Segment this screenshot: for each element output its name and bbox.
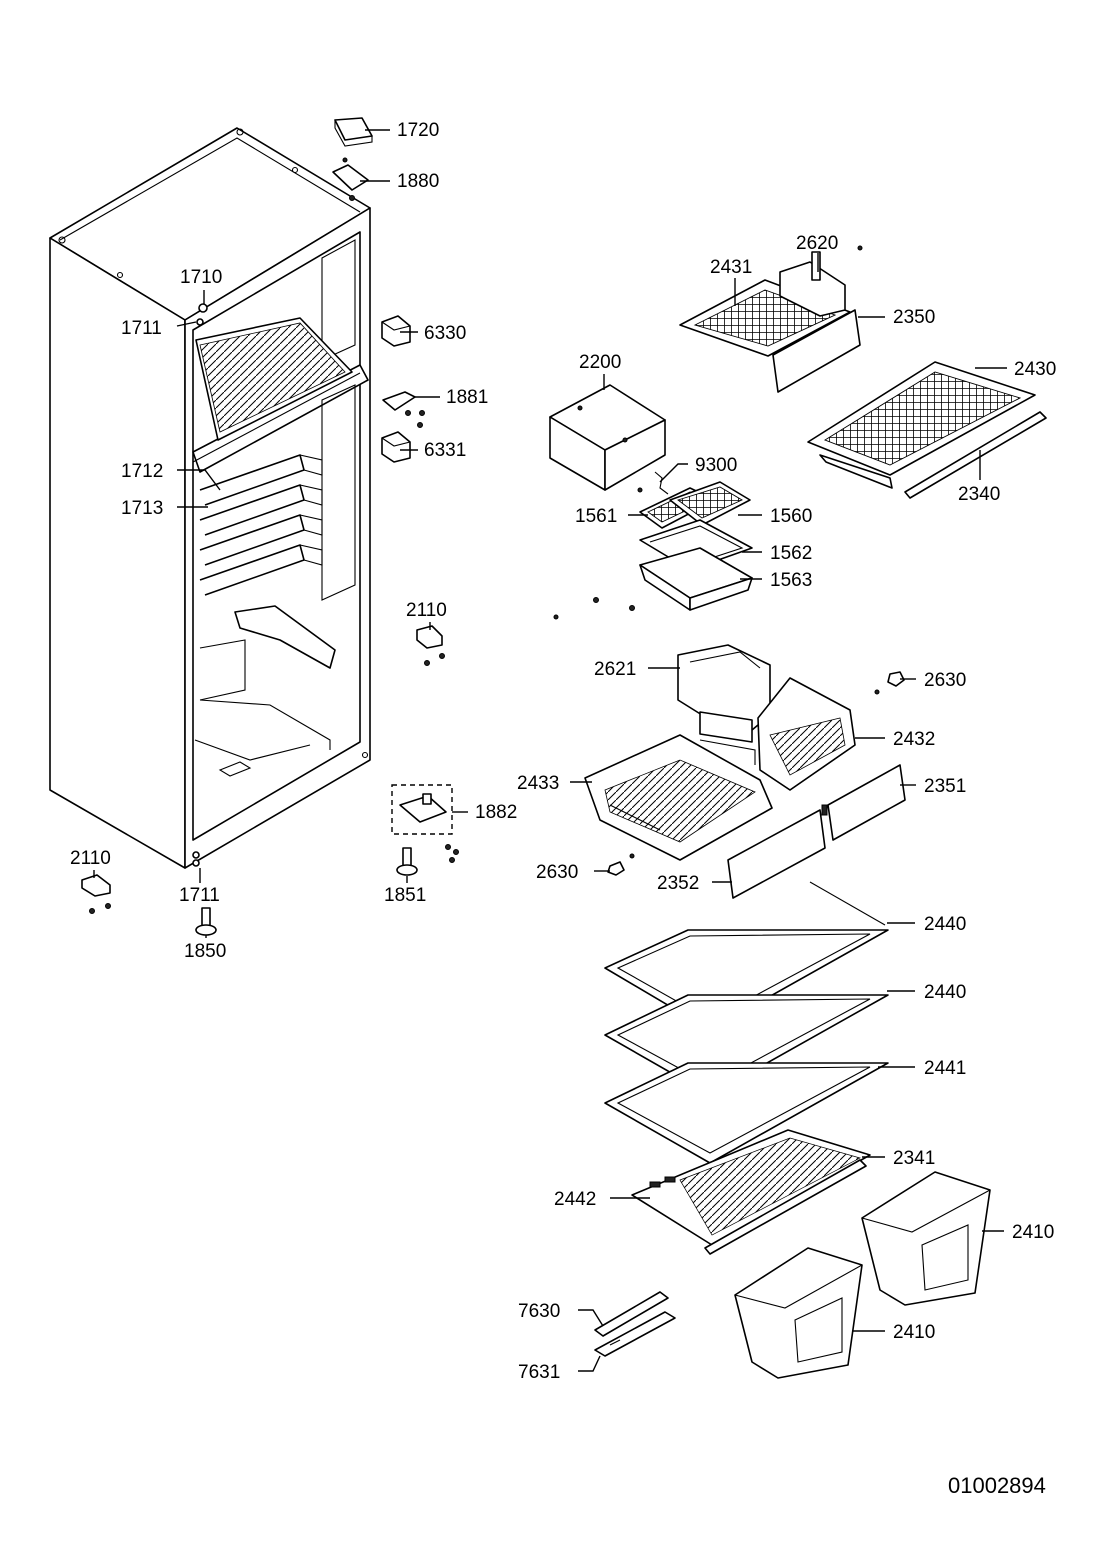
thermostat-6330 [381,315,411,347]
switch-7631 [594,1311,676,1357]
callout-2620: 2620 [796,233,838,254]
callout-2630-right: 2630 [924,670,966,691]
glass-shelf-2430 [807,361,1036,489]
callout-6330: 6330 [424,323,466,344]
callout-9300: 9300 [695,455,737,476]
callout-1563: 1563 [770,570,812,591]
glass-shelf-2441 [604,1062,889,1164]
callout-2432: 2432 [893,729,935,750]
switch-cover-7630 [594,1291,669,1337]
callout-2440-middle: 2440 [924,982,966,1003]
ice-maker-cover-2200 [549,384,666,491]
drawer-2433 [584,734,773,861]
drawer-front-2352 [727,809,826,899]
callout-2351: 2351 [924,776,966,797]
callout-7630: 7630 [518,1301,560,1322]
callout-2340: 2340 [958,484,1000,505]
refrigerator-cabinet [49,127,371,869]
callout-1720: 1720 [397,120,439,141]
callout-2430: 2430 [1014,359,1056,380]
trim-2341 [704,1159,867,1255]
bottom-hinge-1882 [391,784,459,863]
callout-2442: 2442 [554,1189,596,1210]
ice-tray-1560 [669,481,751,526]
crisper-drawer-2410-left [734,1247,863,1379]
callout-2630-left: 2630 [536,862,578,883]
callout-2433: 2433 [517,773,559,794]
callout-2341: 2341 [893,1148,935,1169]
callout-2621: 2621 [594,659,636,680]
drawer-2432 [757,677,856,791]
callout-1560: 1560 [770,506,812,527]
trim-2340 [904,411,1047,499]
knob-2630-left [607,853,635,876]
hinge-cover-1720 [334,117,373,147]
callout-1880: 1880 [397,171,439,192]
callout-2431: 2431 [710,257,752,278]
callout-1711-top: 1711 [121,318,162,339]
hinge-pin-1710 [196,303,208,326]
top-hinge-1880 [332,157,369,201]
callout-2350: 2350 [893,307,935,328]
callout-2441: 2441 [924,1058,966,1079]
thermostat-6331 [381,431,411,463]
bracket-2110-left [81,874,111,914]
callout-2200: 2200 [579,352,621,373]
callout-2110-right: 2110 [406,600,447,621]
hinge-screw-1711 [192,851,200,867]
callout-1851: 1851 [384,885,426,906]
callout-1882: 1882 [475,802,517,823]
callout-7631: 7631 [518,1362,560,1383]
shelf-rails [199,454,323,596]
callout-2440-top: 2440 [924,914,966,935]
screws [553,597,635,620]
callout-1850: 1850 [184,941,226,962]
callout-2410-right: 2410 [1012,1222,1054,1243]
callout-1712: 1712 [121,461,163,482]
callout-1710: 1710 [180,267,222,288]
callout-1881: 1881 [446,387,488,408]
foot-1851 [396,847,418,876]
leader-lines [93,129,1007,1372]
knob-2630-right [874,671,905,695]
crisper-drawer-2410-right [861,1171,991,1306]
callout-1713: 1713 [121,498,163,519]
bracket-2110-right [416,625,445,666]
callout-1562: 1562 [770,543,812,564]
ice-bin-1563 [639,547,753,611]
crisper-cover-2442 [631,1129,871,1246]
callout-6331: 6331 [424,440,466,461]
callout-2352: 2352 [657,873,699,894]
foot-1850 [195,907,217,936]
drawer-front-2351 [821,764,906,841]
callout-2110-left: 2110 [70,848,111,869]
document-id: 01002894 [948,1473,1046,1498]
wire-9300 [637,471,669,495]
callout-2410-left: 2410 [893,1322,935,1343]
cover-2620 [779,245,863,317]
callout-1561: 1561 [575,506,617,527]
panel-2350 [772,309,861,393]
callout-labels: 1720 1880 1710 1711 6330 1881 6331 1712 … [70,120,1056,1383]
callout-1711-bottom: 1711 [179,885,220,906]
